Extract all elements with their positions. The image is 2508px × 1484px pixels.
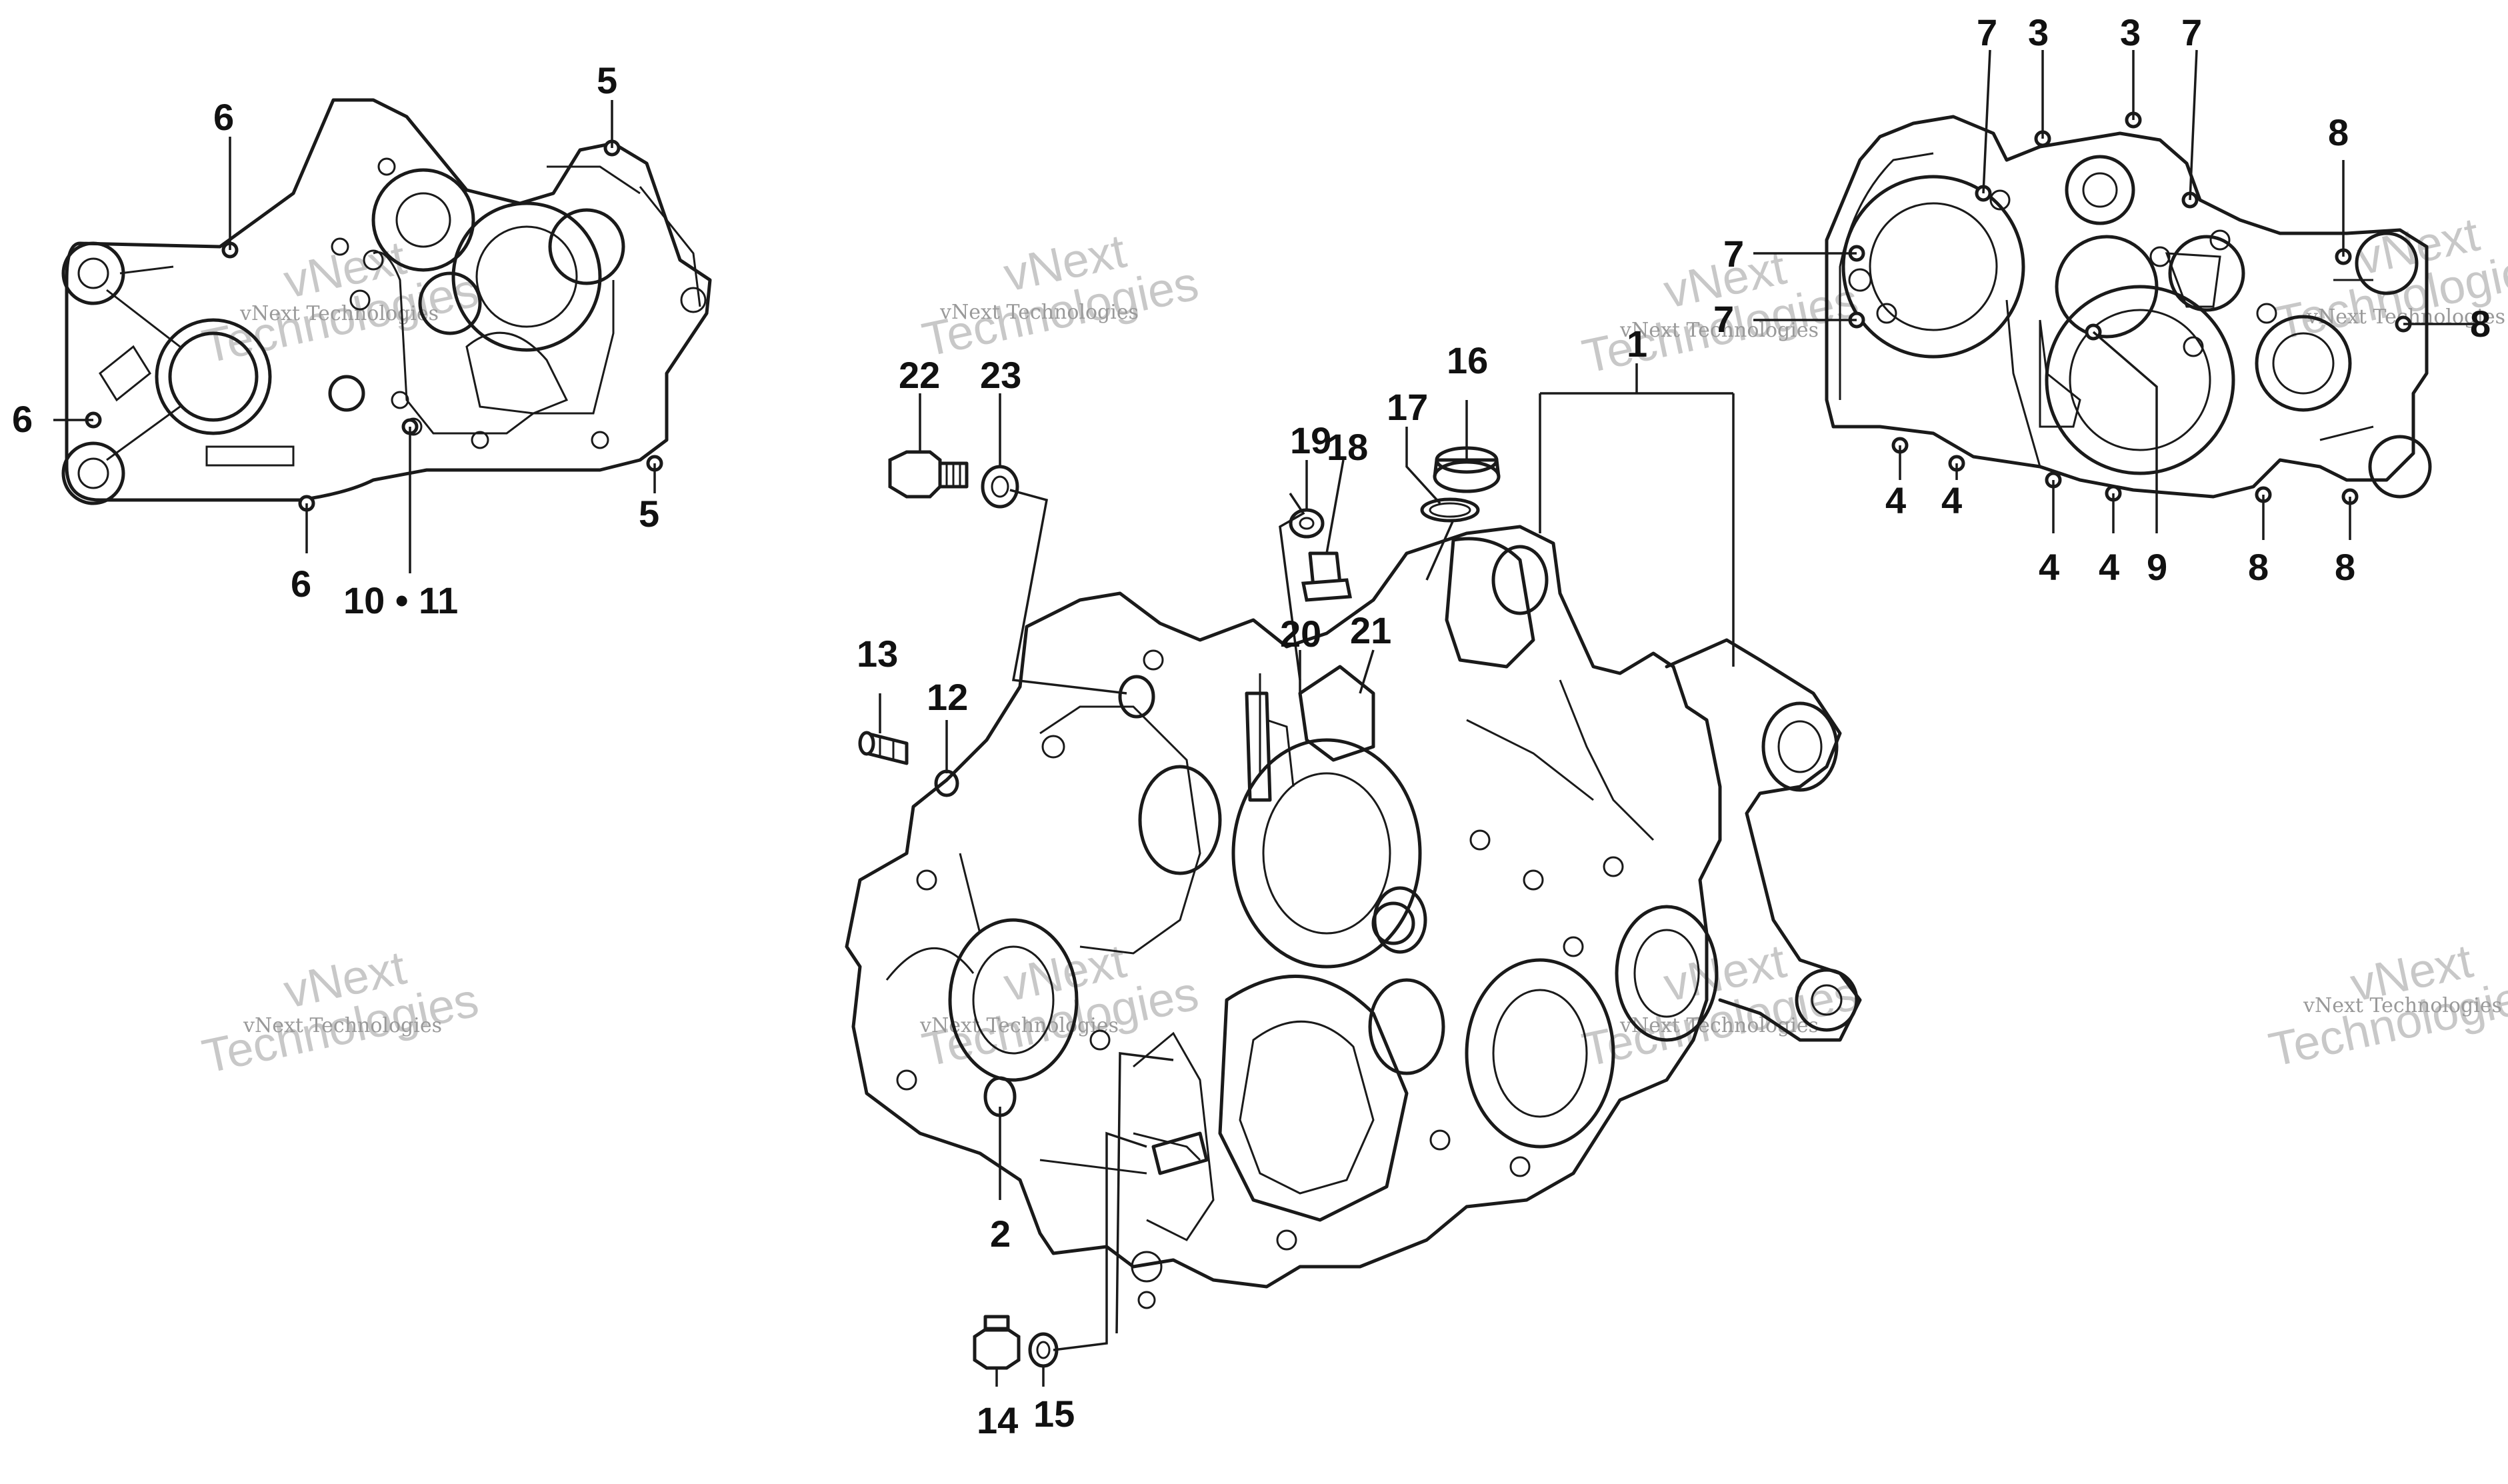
- watermark-large-text-6: vNextTechnologies: [908, 921, 1203, 1077]
- callout-4a: 4: [1885, 479, 1906, 521]
- callout-7c: 7: [1723, 233, 1744, 275]
- callout-12: 12: [927, 676, 968, 718]
- callout-18: 18: [1327, 426, 1368, 468]
- callout-20: 20: [1280, 613, 1321, 655]
- callout-6a: 6: [213, 96, 234, 138]
- callout-21: 21: [1350, 609, 1391, 651]
- watermark-large-text-2: vNextTechnologies: [908, 211, 1203, 367]
- callout-22: 22: [899, 354, 940, 396]
- callout-13: 13: [857, 633, 898, 675]
- part-22-bolt: [888, 450, 969, 499]
- callout-5a: 5: [597, 59, 617, 101]
- callout-3a: 3: [2028, 11, 2049, 53]
- callout-numbers: 6 6 6 5 5 10 • 11 7 3 3 7 7 7 4 4 4 4 9 …: [12, 11, 2491, 1441]
- watermarks: vNextTechnologies vNext Technologies vNe…: [188, 208, 2508, 1084]
- callout-5b: 5: [639, 493, 659, 535]
- callout-6c: 6: [291, 563, 311, 605]
- callout-1: 1: [1627, 323, 1647, 365]
- callout-7b: 7: [2181, 11, 2202, 53]
- callout-8a: 8: [2248, 546, 2269, 588]
- callout-14: 14: [977, 1399, 1018, 1441]
- watermark-small-text-5: vNext Technologies: [243, 1014, 442, 1037]
- watermark-small-text-2: vNext Technologies: [939, 301, 1139, 324]
- loose-parts: [858, 446, 1501, 1370]
- watermark-top-center: vNextTechnologies vNext Technologies: [908, 211, 1203, 367]
- callout-3b: 3: [2120, 11, 2141, 53]
- part-19-washer: [1289, 508, 1325, 539]
- part-13-pin: [858, 731, 909, 765]
- callout-23: 23: [980, 354, 1021, 396]
- callout-16: 16: [1447, 339, 1488, 381]
- main-crankcase-assembly: [845, 525, 1862, 1309]
- callout-6b: 6: [12, 398, 33, 440]
- watermark-large-text-5: vNextTechnologies: [188, 928, 483, 1084]
- callout-19: 19: [1290, 419, 1331, 461]
- callout-8d: 8: [2470, 303, 2491, 345]
- watermark-small-text-7: vNext Technologies: [1619, 1014, 1819, 1037]
- part-15-washer: [1028, 1332, 1059, 1368]
- watermark-small-text-3: vNext Technologies: [1619, 319, 1819, 342]
- watermark-small-text-8: vNext Technologies: [2303, 994, 2502, 1017]
- callout-7d: 7: [1713, 298, 1734, 340]
- callout-17: 17: [1387, 386, 1428, 428]
- callout-10-11: 10 • 11: [343, 579, 458, 621]
- callout-4d: 4: [2099, 546, 2119, 588]
- callout-2: 2: [990, 1213, 1011, 1255]
- watermark-small-text-6: vNext Technologies: [919, 1014, 1119, 1037]
- part-23-washer: [981, 465, 1019, 509]
- right-crankcase-half: [1825, 111, 2432, 505]
- watermark-mid-far-right: vNextTechnologies vNext Technologies: [2265, 935, 2508, 1077]
- callout-7a: 7: [1977, 11, 1997, 53]
- part-14-plug: [973, 1315, 1021, 1370]
- part-12-ring: [934, 769, 959, 797]
- part-16-cap: [1433, 446, 1501, 493]
- watermark-mid-center: vNextTechnologies vNext Technologies: [908, 921, 1203, 1077]
- leader-lines: [53, 49, 2477, 1387]
- part-17-oring: [1420, 497, 1480, 523]
- part-18-bolt: [1301, 551, 1353, 602]
- watermark-mid-left: vNextTechnologies vNext Technologies: [188, 928, 483, 1084]
- callout-4c: 4: [2039, 546, 2059, 588]
- callout-15: 15: [1033, 1393, 1075, 1435]
- callout-9: 9: [2147, 546, 2167, 588]
- callout-8c: 8: [2328, 111, 2349, 153]
- watermark-small-text: vNext Technologies: [239, 302, 439, 325]
- callout-8b: 8: [2335, 546, 2355, 588]
- left-crankcase-half: [61, 98, 712, 512]
- callout-4b: 4: [1941, 479, 1962, 521]
